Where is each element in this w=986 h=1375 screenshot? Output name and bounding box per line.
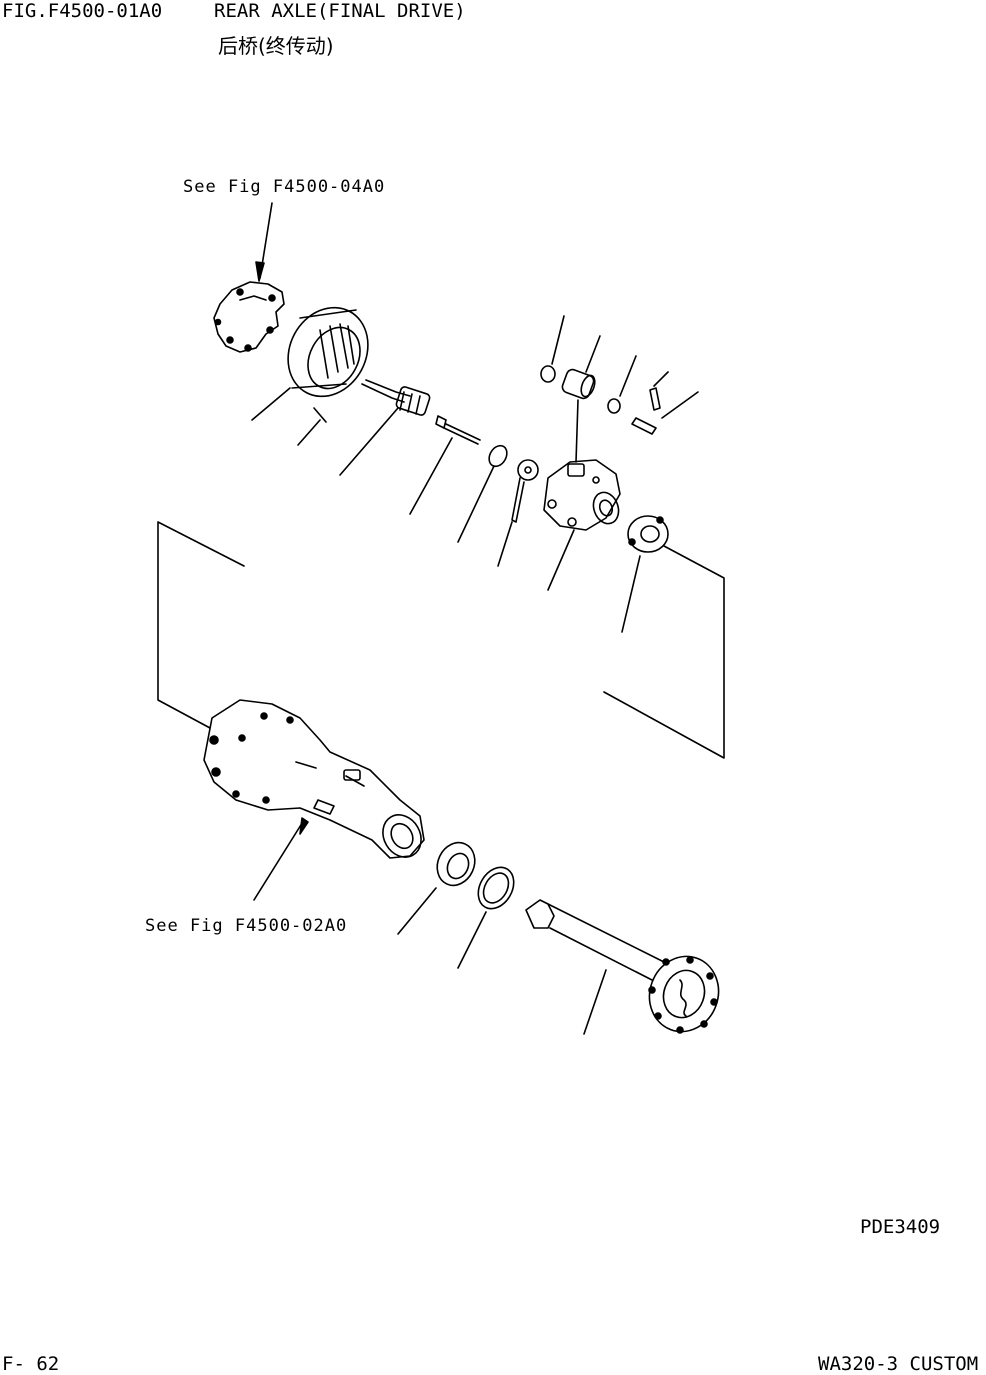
washer-part [458,442,510,542]
bolt-part [410,416,480,514]
bearing-part [398,836,482,934]
figure-title-chinese: 后桥(终传动) [218,34,334,58]
axle-housing-part [204,700,429,864]
spider-gear-parts [541,316,698,462]
figure-number: FIG.F4500-01A0 [2,0,163,22]
seal-part [458,861,521,968]
page-number: F- 62 [2,1353,60,1375]
differential-case-part [544,460,623,590]
lock-plate-part [498,460,538,566]
assembly-guide-lines [158,522,724,758]
reference-label-bottom: See Fig F4500-02A0 [145,916,348,936]
figure-title-english: REAR AXLE(FINAL DRIVE) [214,0,466,22]
differential-cover-part [214,282,284,352]
adjusting-nut-part [622,516,668,632]
reference-arrow-bottom [254,818,308,900]
pinion-shaft-part [340,380,431,475]
reference-label-top: See Fig F4500-04A0 [183,177,386,197]
reference-arrow-top [256,203,272,281]
axle-shaft-part [526,900,729,1041]
machine-model: WA320-3 CUSTOM [818,1353,979,1375]
drawing-code: PDE3409 [860,1216,941,1238]
ring-gear-part [252,294,383,445]
